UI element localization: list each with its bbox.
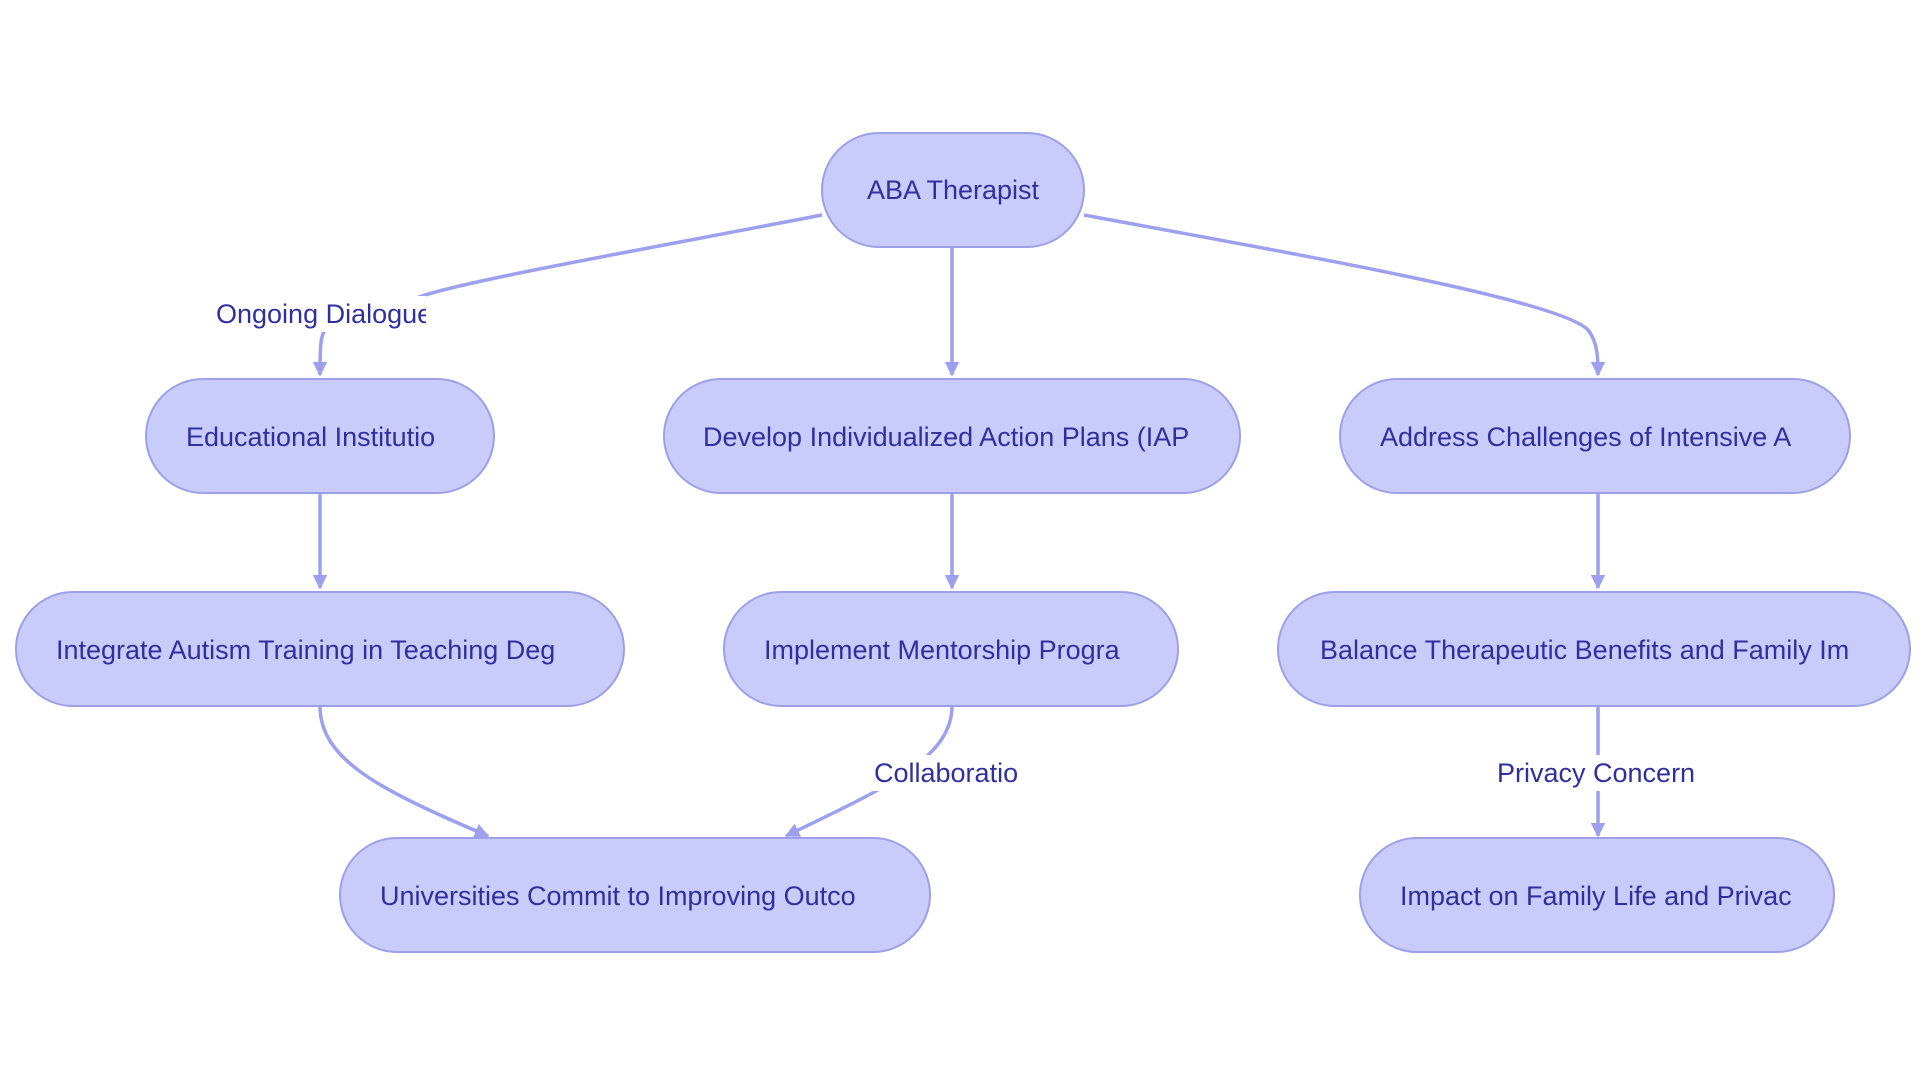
node-develop-iap[interactable]: Develop Individualized Action Plans (IAP bbox=[663, 378, 1241, 494]
node-address-challenges-label: Address Challenges of Intensive A bbox=[1380, 422, 1791, 452]
node-universities-commit[interactable]: Universities Commit to Improving Outco bbox=[339, 837, 931, 953]
edge-autism-to-univ bbox=[318, 705, 490, 838]
node-integrate-autism-training[interactable]: Integrate Autism Training in Teaching De… bbox=[15, 591, 625, 707]
node-aba-therapist-label: ABA Therapist bbox=[867, 175, 1040, 205]
edge-aba-to-challenges bbox=[1083, 213, 1606, 377]
edge-labels: Ongoing Dialogue Collaboratio Privacy Co… bbox=[212, 296, 1698, 791]
edge-label-ongoing-dialogue: Ongoing Dialogue bbox=[212, 296, 432, 332]
edge-label-privacy-concern: Privacy Concern bbox=[1494, 755, 1698, 791]
edges bbox=[312, 213, 1606, 838]
nodes: ABA Therapist Educational Institutio Dev… bbox=[15, 132, 1911, 953]
node-implement-mentorship[interactable]: Implement Mentorship Progra bbox=[723, 591, 1179, 707]
node-impact-family-life-label: Impact on Family Life and Privac bbox=[1400, 881, 1792, 911]
node-aba-therapist[interactable]: ABA Therapist bbox=[821, 132, 1085, 248]
node-implement-mentorship-label: Implement Mentorship Progra bbox=[764, 635, 1121, 665]
edge-label-privacy-text: Privacy Concern bbox=[1497, 758, 1695, 788]
edge-label-ongoing-text: Ongoing Dialogue bbox=[216, 299, 432, 329]
node-balance-benefits[interactable]: Balance Therapeutic Benefits and Family … bbox=[1277, 591, 1911, 707]
edge-label-collaboration-text: Collaboratio bbox=[874, 758, 1018, 788]
node-develop-iap-label: Develop Individualized Action Plans (IAP bbox=[703, 422, 1189, 452]
node-address-challenges[interactable]: Address Challenges of Intensive A bbox=[1339, 378, 1851, 494]
node-balance-benefits-label: Balance Therapeutic Benefits and Family … bbox=[1320, 635, 1849, 665]
node-integrate-autism-training-label: Integrate Autism Training in Teaching De… bbox=[56, 635, 555, 665]
edge-label-collaboration: Collaboratio bbox=[872, 755, 1030, 791]
node-educational-institution-label: Educational Institutio bbox=[186, 422, 435, 452]
node-impact-family-life[interactable]: Impact on Family Life and Privac bbox=[1359, 837, 1835, 953]
node-universities-commit-label: Universities Commit to Improving Outco bbox=[380, 881, 856, 911]
edge-aba-to-edu bbox=[312, 213, 823, 377]
node-educational-institution[interactable]: Educational Institutio bbox=[145, 378, 495, 494]
